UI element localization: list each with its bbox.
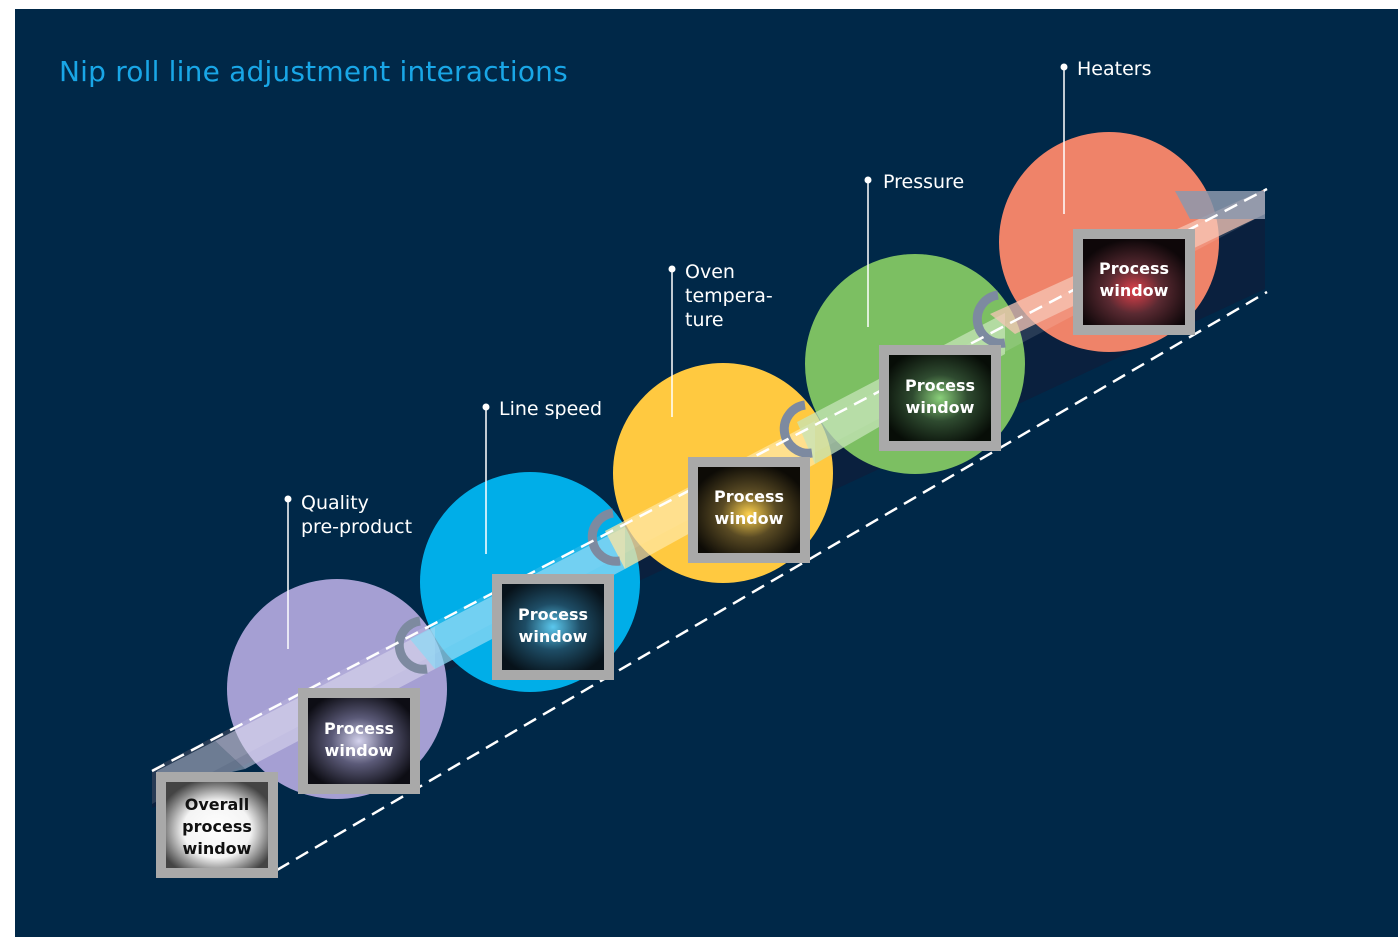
label-oven-l3: ture <box>685 309 724 331</box>
label-pressure: Pressure <box>883 171 965 193</box>
process-window-heaters <box>1073 229 1195 335</box>
label-quality-l1: Quality <box>301 492 369 514</box>
label-line-speed: Line speed <box>499 398 603 420</box>
leader-lines <box>284 63 1068 649</box>
overall-process-window <box>156 772 278 878</box>
process-window-line-speed <box>492 574 614 680</box>
cap-1 <box>394 616 428 674</box>
label-oven-l1: Oven <box>685 261 735 283</box>
process-window-quality <box>298 688 420 794</box>
label-quality-l2: pre-product <box>301 516 413 538</box>
diagram-title: Nip roll line adjustment interactions <box>59 55 568 88</box>
label-oven-l2: tempera- <box>685 285 773 307</box>
dashed-bottom-line <box>276 290 1268 872</box>
cap-5 <box>1175 191 1265 219</box>
diagram-canvas <box>151 63 1268 878</box>
cap-4 <box>972 290 1006 348</box>
label-heaters: Heaters <box>1077 58 1152 80</box>
label-quality: Quality pre-product <box>301 491 412 539</box>
process-window-oven <box>688 457 810 563</box>
diagram-panel: Nip roll line adjustment interactions <box>15 9 1398 937</box>
process-window-pressure <box>879 345 1001 451</box>
cap-3 <box>779 400 813 458</box>
label-oven: Oven tempera- ture <box>685 260 773 332</box>
